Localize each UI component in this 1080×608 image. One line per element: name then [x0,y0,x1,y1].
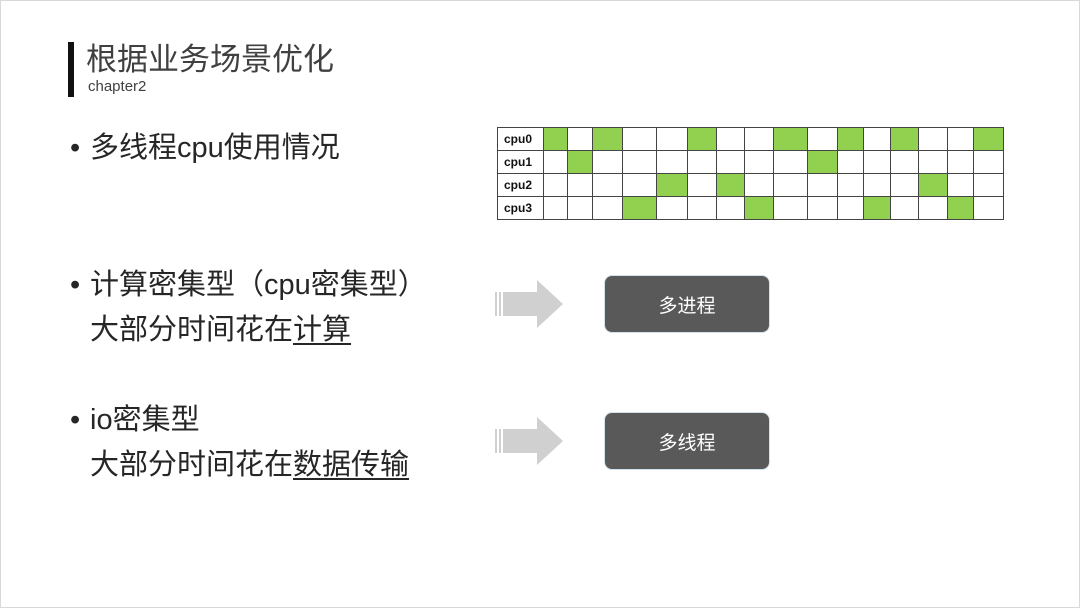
cpu-cell-active [657,174,688,197]
cpu-cell-idle [864,151,891,174]
cpu-cell-idle [717,151,745,174]
title-accent-bar [68,42,74,97]
cpu-cell-active [568,151,593,174]
cpu-cell-idle [623,151,657,174]
cpu-cell-active [808,151,838,174]
bullet-dot: • [70,269,81,301]
cpu-cell-active [864,197,891,220]
cpu-cell-idle [891,197,919,220]
cpu-cell-idle [745,151,774,174]
cpu-cell-idle [948,174,974,197]
cpu-cell-idle [544,197,568,220]
arrow-right-icon [495,417,563,465]
cpu-row-label: cpu2 [498,174,544,197]
cpu-cell-idle [745,174,774,197]
bullet-multithread-cpu: • 多线程cpu使用情况 [70,126,340,171]
detail-text: 大部分时间花在 [90,449,294,481]
cpu-cell-active [623,197,657,220]
cpu-cell-idle [838,197,864,220]
cpu-cell-idle [717,128,745,151]
slide-title: 根据业务场景优化 [86,42,334,77]
bullet-cpu-bound-detail: 大部分时间花在计算 [90,308,351,353]
cpu-cell-idle [688,174,717,197]
cpu-cell-idle [745,128,774,151]
cpu-cell-active [974,128,1004,151]
cpu-cell-idle [568,197,593,220]
detail-text: 大部分时间花在 [90,314,294,346]
cpu-row-label: cpu1 [498,151,544,174]
cpu-cell-idle [864,128,891,151]
cpu-cell-idle [919,151,948,174]
cpu-cell-idle [657,128,688,151]
cpu-cell-idle [974,197,1004,220]
bullet-text: io密集型 [90,404,200,436]
cpu-cell-active [891,128,919,151]
cpu-cell-idle [774,174,808,197]
cpu-cell-idle [593,197,623,220]
cpu-cell-active [688,128,717,151]
bullet-dot: • [70,404,81,436]
cpu-cell-idle [688,151,717,174]
multithread-box: 多线程 [604,412,770,470]
cpu-cell-active [717,174,745,197]
cpu-cell-idle [774,151,808,174]
cpu-cell-idle [568,128,593,151]
cpu-cell-idle [717,197,745,220]
cpu-cell-idle [774,197,808,220]
cpu-cell-active [745,197,774,220]
cpu-cell-active [838,128,864,151]
detail-underlined: 计算 [293,314,352,346]
cpu-cell-idle [623,174,657,197]
arrow-right-icon [495,280,563,328]
cpu-cell-idle [568,174,593,197]
bullet-dot: • [70,132,81,164]
cpu-cell-idle [623,128,657,151]
cpu-cell-idle [948,128,974,151]
cpu-cell-active [948,197,974,220]
cpu-cell-idle [838,151,864,174]
cpu-cell-idle [808,197,838,220]
bullet-text: 多线程cpu使用情况 [90,132,340,164]
bullet-io-bound: • io密集型 [70,398,200,443]
cpu-cell-active [774,128,808,151]
cpu-cell-idle [544,151,568,174]
cpu-cell-active [593,128,623,151]
bullet-io-bound-detail: 大部分时间花在数据传输 [90,443,409,488]
cpu-cell-active [544,128,568,151]
cpu-cell-idle [808,128,838,151]
cpu-cell-idle [919,197,948,220]
bullet-cpu-bound: • 计算密集型（cpu密集型） [70,263,427,308]
multiprocess-box: 多进程 [604,275,770,333]
detail-underlined: 数据传输 [293,449,410,481]
cpu-cell-idle [544,174,568,197]
cpu-row-label: cpu3 [498,197,544,220]
cpu-cell-idle [593,174,623,197]
cpu-cell-idle [657,197,688,220]
cpu-cell-idle [891,151,919,174]
cpu-cell-idle [974,151,1004,174]
cpu-cell-idle [657,151,688,174]
cpu-cell-idle [948,151,974,174]
cpu-cell-idle [864,174,891,197]
slide-subtitle: chapter2 [88,78,147,95]
bullet-text: 计算密集型（cpu密集型） [90,269,427,301]
cpu-cell-active [919,174,948,197]
cpu-cell-idle [593,151,623,174]
cpu-cell-idle [891,174,919,197]
cpu-cell-idle [838,174,864,197]
cpu-cell-idle [974,174,1004,197]
cpu-cell-idle [688,197,717,220]
cpu-row-label: cpu0 [498,128,544,151]
cpu-cell-idle [919,128,948,151]
cpu-cell-idle [808,174,838,197]
